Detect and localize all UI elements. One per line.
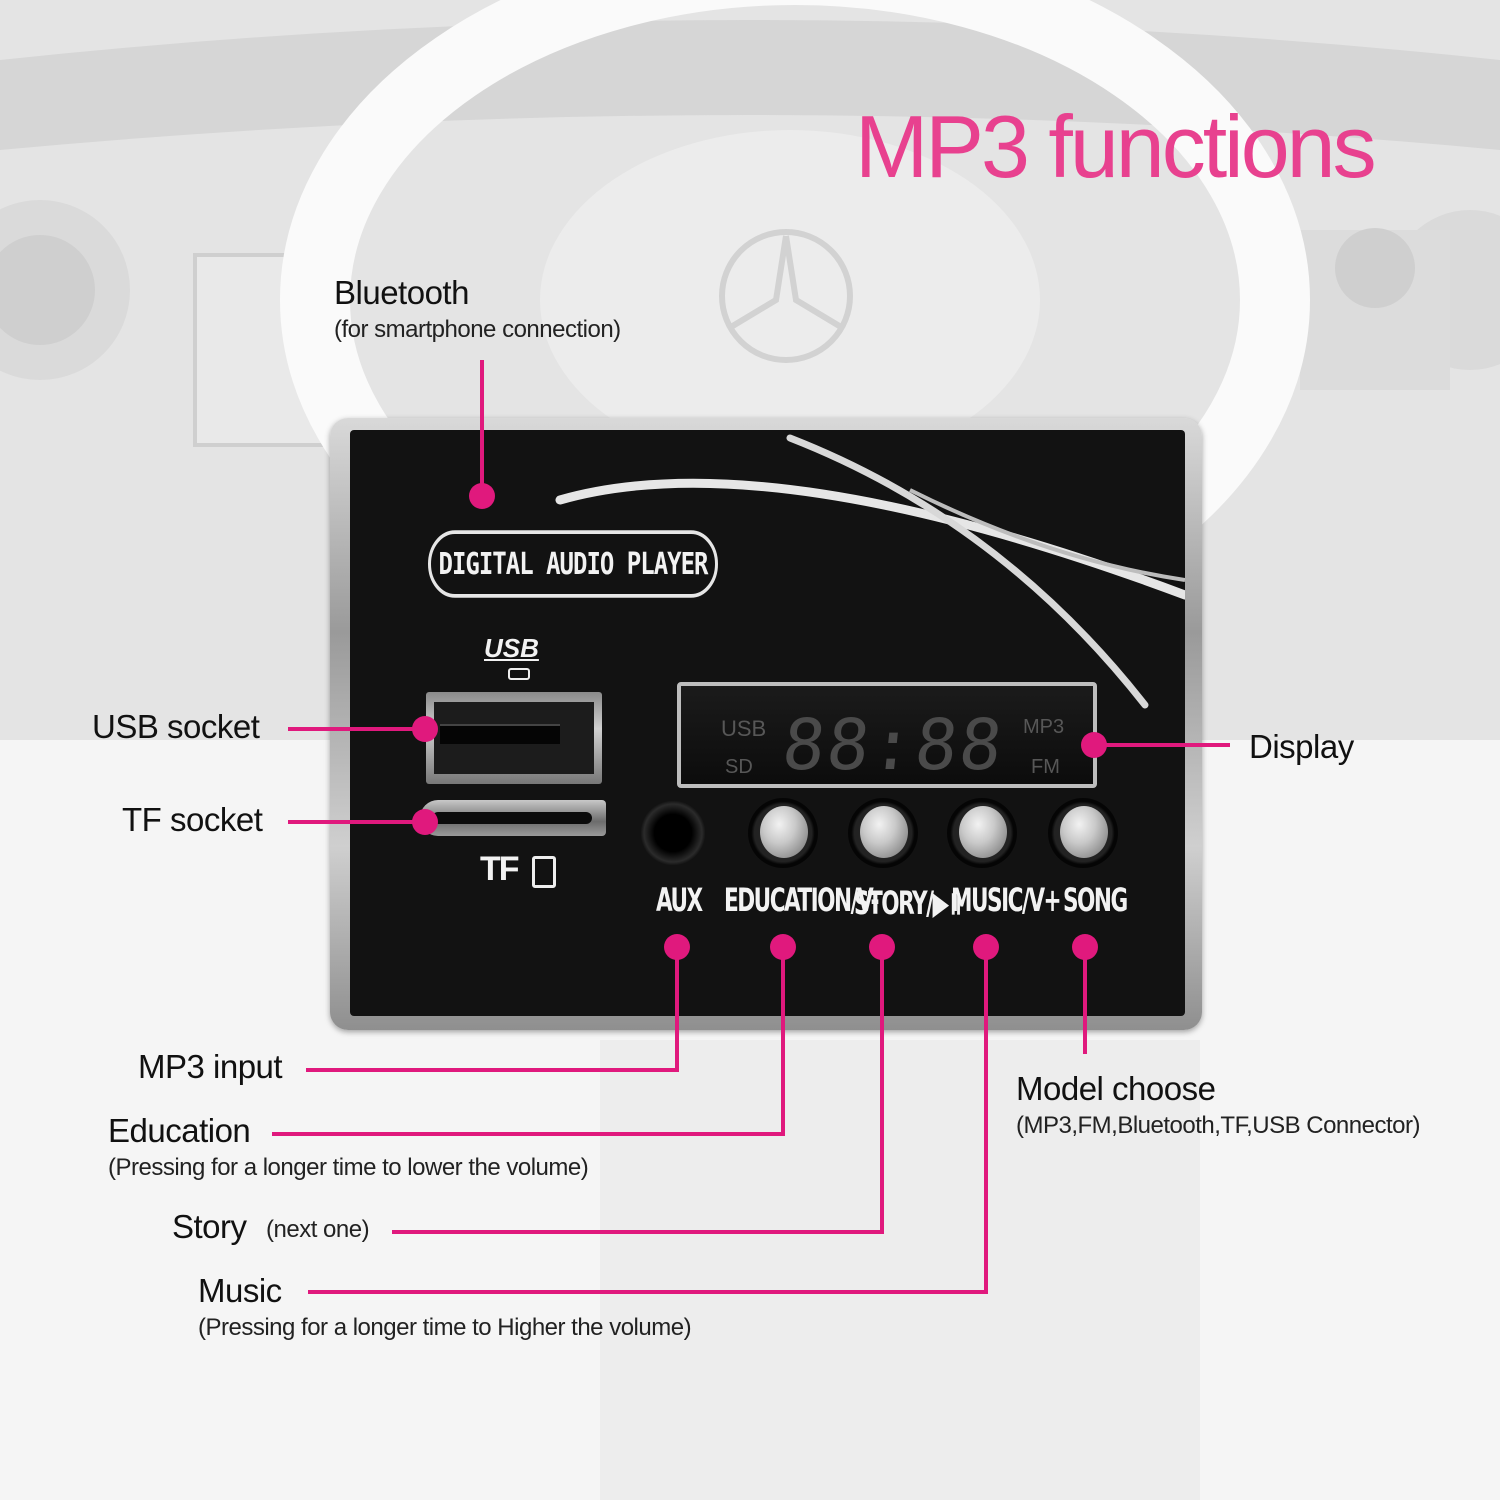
bluetooth-marker xyxy=(469,483,495,509)
music-callout-sublabel: (Pressing for a longer time to Higher th… xyxy=(198,1314,692,1341)
story-callout-label: Story xyxy=(172,1208,247,1245)
lcd-mp3-indicator: MP3 xyxy=(1023,716,1065,738)
education-label: EDUCATION/V- xyxy=(724,881,879,919)
usb-logo: USB xyxy=(484,633,539,663)
tf-card-slot-opening xyxy=(432,812,592,824)
story-button[interactable] xyxy=(848,798,918,868)
bluetooth-leader-line xyxy=(480,360,484,488)
mp3-input-leader-line xyxy=(306,1068,679,1072)
music-button[interactable] xyxy=(947,798,1017,868)
music-callout-label: Music xyxy=(198,1272,282,1309)
model-choose-sublabel: (MP3,FM,Bluetooth,TF,USB Connector) xyxy=(1016,1112,1420,1139)
tf-socket-marker xyxy=(412,809,438,835)
decorative-swoosh xyxy=(555,434,1185,709)
tf-socket-leader-line xyxy=(288,820,428,824)
music-label: MUSIC/V+ xyxy=(951,881,1062,919)
lcd-usb-indicator: USB xyxy=(721,716,767,741)
usb-socket-label: USB socket xyxy=(92,708,260,745)
lcd-fm-indicator: FM xyxy=(1031,756,1060,778)
song-button[interactable] xyxy=(1048,798,1118,868)
sd-card-icon xyxy=(532,856,556,888)
education-leader-line xyxy=(272,1132,785,1136)
lcd-digits: 88:88 xyxy=(778,704,1009,786)
music-leader-line xyxy=(308,1290,988,1294)
education-callout-label: Education xyxy=(108,1112,251,1149)
song-label: SONG xyxy=(1063,881,1128,919)
education-button[interactable] xyxy=(748,798,818,868)
tf-logo: TF xyxy=(480,850,520,888)
model-choose-label: Model choose xyxy=(1016,1070,1216,1107)
usb-socket-leader-line xyxy=(288,727,428,731)
tf-socket-label: TF socket xyxy=(122,801,263,838)
aux-jack[interactable] xyxy=(640,800,706,866)
usb-plug-icon xyxy=(508,668,530,680)
education-vertical-line xyxy=(781,950,785,1136)
display-leader-line xyxy=(1100,743,1230,747)
usb-port-tongue xyxy=(440,724,560,744)
lcd-sd-indicator: SD xyxy=(725,756,753,778)
story-vertical-line xyxy=(880,950,884,1234)
story-callout-sublabel: (next one) xyxy=(266,1216,370,1243)
education-callout-sublabel: (Pressing for a longer time to lower the… xyxy=(108,1154,589,1181)
lcd-display: USB SD 88:88 MP3 FM xyxy=(677,682,1097,788)
page-title: MP3 functions xyxy=(855,97,1377,196)
bluetooth-label: Bluetooth xyxy=(334,274,469,311)
display-label: Display xyxy=(1249,728,1354,765)
story-leader-line xyxy=(392,1230,884,1234)
aux-label: AUX xyxy=(656,881,703,919)
mp3-input-label: MP3 input xyxy=(138,1048,283,1085)
music-vertical-line xyxy=(984,950,988,1294)
bluetooth-sublabel: (for smartphone connection) xyxy=(334,316,621,343)
song-vertical-line xyxy=(1083,950,1087,1054)
story-label: STORY/▶॥ xyxy=(854,884,962,923)
mp3-input-vertical-line xyxy=(675,950,679,1072)
digital-audio-player-badge: DIGITAL AUDIO PLAYER xyxy=(428,530,718,598)
usb-socket-marker xyxy=(412,716,438,742)
